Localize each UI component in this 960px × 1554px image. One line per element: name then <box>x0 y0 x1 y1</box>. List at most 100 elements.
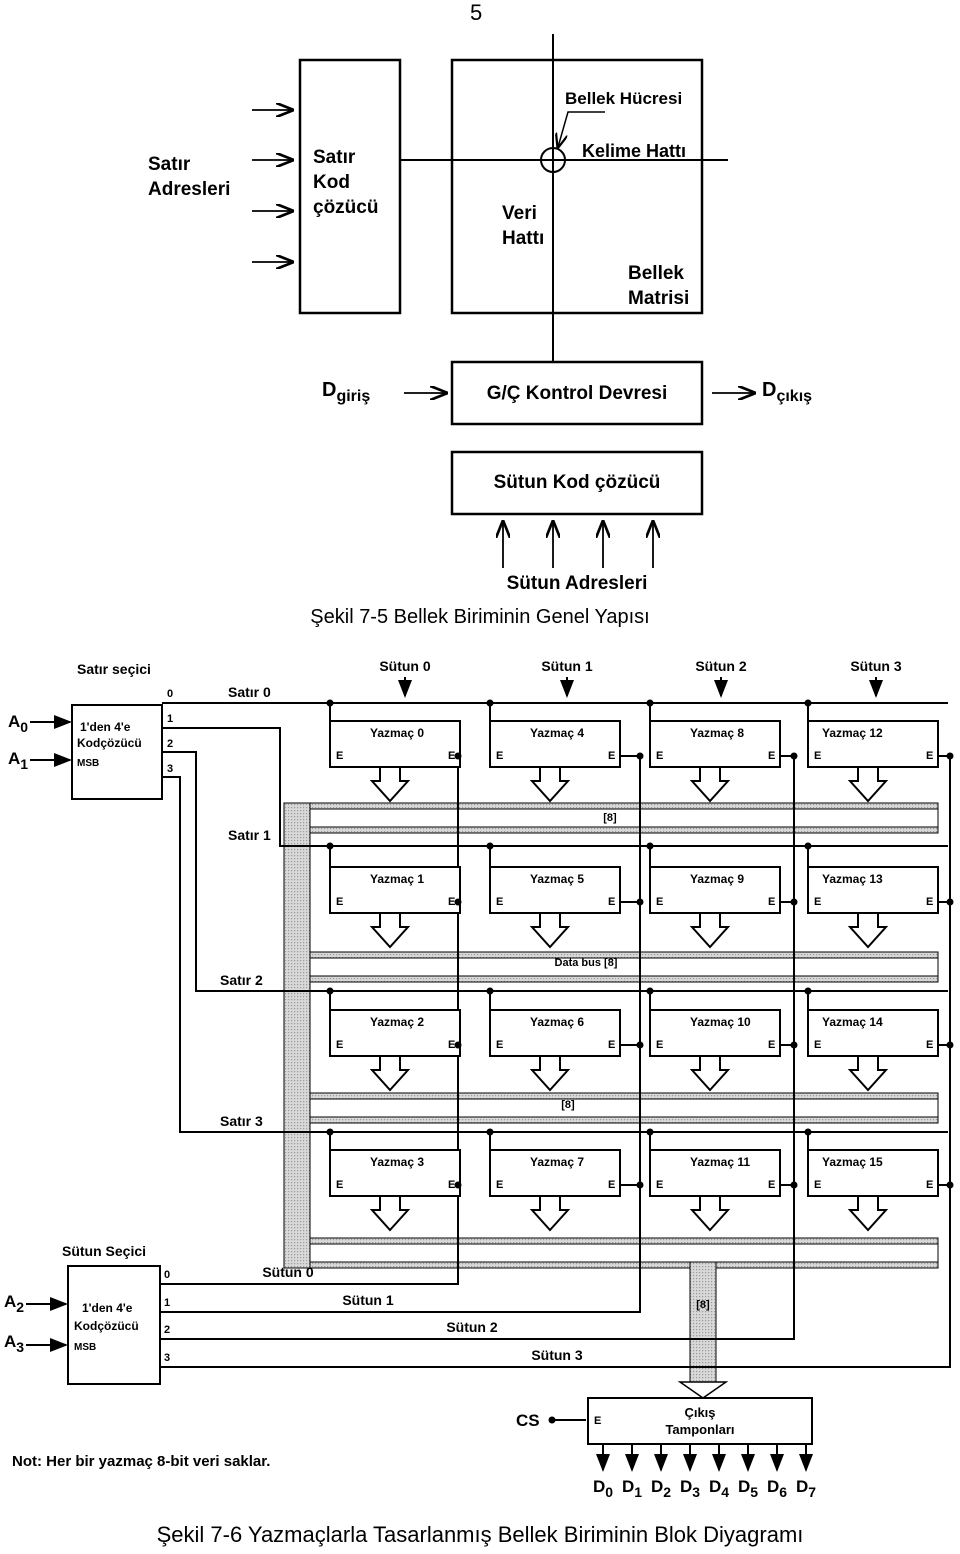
col-junction-13 <box>946 898 954 906</box>
data-output-5: D5 <box>738 1477 758 1500</box>
register-enable-left-15: E <box>814 1179 821 1191</box>
col-junction-2 <box>454 1041 462 1049</box>
row-decoder-label: 1'den 4'e <box>80 720 131 734</box>
row-drop-15 <box>807 1132 810 1189</box>
row-decoder-label-2: Kod <box>313 172 350 193</box>
row-address-arrows <box>252 110 292 262</box>
column-top-label-0: Sütun 0 <box>379 658 431 674</box>
output-buffer <box>587 1397 813 1445</box>
output-buffer-enable: E <box>594 1415 601 1427</box>
register-enable-left-2: E <box>336 1039 343 1051</box>
register-enable-right-11: E <box>768 1179 775 1191</box>
row-drop-1 <box>329 846 332 906</box>
register-output-arrow-2 <box>369 1055 411 1092</box>
register-enable-right-7: E <box>608 1179 615 1191</box>
register-enable-right-15: E <box>926 1179 933 1191</box>
input-a1: A1 <box>8 749 28 772</box>
memory-matrix-box <box>450 58 704 315</box>
col-decoder-msb: MSB <box>74 1342 96 1353</box>
register-enable-left-14: E <box>814 1039 821 1051</box>
register-1 <box>329 866 461 914</box>
cs-dot <box>548 1416 556 1424</box>
col-decoder-label-2: Kodçözücü <box>74 1319 139 1333</box>
figure-7-5-caption: Şekil 7-5 Bellek Biriminin Genel Yapısı <box>310 606 650 628</box>
register-label-7: Yazmaç 7 <box>530 1155 584 1169</box>
row-junction-4 <box>486 699 494 707</box>
data-bus-band-1 <box>283 951 939 983</box>
register-8 <box>649 720 781 768</box>
col-junction-1 <box>454 898 462 906</box>
column-address-arrows <box>503 522 653 568</box>
row-line-3 <box>162 776 948 1133</box>
register-enable-left-0: E <box>336 750 343 762</box>
register-enable-right-6: E <box>608 1039 615 1051</box>
register-enable-left-7: E <box>496 1179 503 1191</box>
input-a0: A0 <box>8 712 28 735</box>
register-label-5: Yazmaç 5 <box>530 872 584 886</box>
column-addresses-label: Sütun Adresleri <box>507 573 648 594</box>
row-junction-5 <box>486 842 494 850</box>
register-output-arrow-12 <box>847 766 889 803</box>
page-number: 5 <box>470 0 483 25</box>
io-control-label: G/Ç Kontrol Devresi <box>487 383 668 404</box>
register-label-4: Yazmaç 4 <box>530 726 584 740</box>
row-line-1 <box>162 727 948 847</box>
register-enable-right-2: E <box>448 1039 455 1051</box>
column-line-label-1: Sütun 1 <box>342 1292 394 1308</box>
data-output-7: D7 <box>796 1477 816 1500</box>
register-label-1: Yazmaç 1 <box>370 872 424 886</box>
row-decoder-output-3: 3 <box>167 763 173 775</box>
row-junction-7 <box>486 1128 494 1136</box>
row-junction-14 <box>804 987 812 995</box>
register-label-15: Yazmaç 15 <box>822 1155 883 1169</box>
register-13 <box>807 866 939 914</box>
input-a3: A3 <box>4 1332 24 1355</box>
row-decoder-msb: MSB <box>77 758 99 769</box>
row-decoder-output-0: 0 <box>167 688 173 700</box>
register-output-arrow-1 <box>369 912 411 949</box>
row-line-2 <box>162 751 948 992</box>
column-decoder-label: Sütun Kod çözücü <box>494 472 661 493</box>
d-in-label: Dgiriş <box>322 379 370 405</box>
row-junction-0 <box>326 699 334 707</box>
register-label-11: Yazmaç 11 <box>690 1155 750 1169</box>
register-label-10: Yazmaç 10 <box>690 1015 751 1029</box>
row-junction-3 <box>326 1128 334 1136</box>
col-decoder-output-3: 3 <box>164 1352 170 1364</box>
memory-cell-label: Bellek Hücresi <box>565 89 682 108</box>
register-output-arrow-14 <box>847 1055 889 1092</box>
register-enable-right-8: E <box>768 750 775 762</box>
row-decoder-box <box>298 58 402 315</box>
register-enable-left-9: E <box>656 896 663 908</box>
register-enable-right-1: E <box>448 896 455 908</box>
register-enable-right-4: E <box>608 750 615 762</box>
col-junction-8 <box>790 752 798 760</box>
register-11 <box>649 1149 781 1197</box>
memory-unit-general-structure-diagram: Satır Adresleri Satır Kod çözücü Bellek … <box>148 34 812 594</box>
register-output-arrow-7 <box>529 1195 571 1232</box>
row-decoder-output-1: 1 <box>167 713 173 725</box>
register-output-arrow-11 <box>689 1195 731 1232</box>
col-junction-6 <box>636 1041 644 1049</box>
row-drop-4 <box>489 703 492 760</box>
row-drop-11 <box>649 1132 652 1189</box>
column-top-label-3: Sütun 3 <box>850 658 902 674</box>
register-label-14: Yazmaç 14 <box>822 1015 883 1029</box>
register-label-9: Yazmaç 9 <box>690 872 744 886</box>
row-selector-title: Satır seçici <box>77 661 151 677</box>
register-label-12: Yazmaç 12 <box>822 726 883 740</box>
col-junction-14 <box>946 1041 954 1049</box>
row-junction-11 <box>646 1128 654 1136</box>
register-enable-left-8: E <box>656 750 663 762</box>
register-enable-left-12: E <box>814 750 821 762</box>
data-line-label-2: Hattı <box>502 228 544 249</box>
data-output-4: D4 <box>709 1477 729 1500</box>
data-bus-band-2 <box>283 1092 939 1124</box>
row-drop-7 <box>489 1132 492 1189</box>
col-junction-4 <box>636 752 644 760</box>
row-junction-13 <box>804 842 812 850</box>
register-enable-left-13: E <box>814 896 821 908</box>
io-control-box <box>450 360 704 426</box>
register-12 <box>807 720 939 768</box>
row-drop-6 <box>489 991 492 1049</box>
